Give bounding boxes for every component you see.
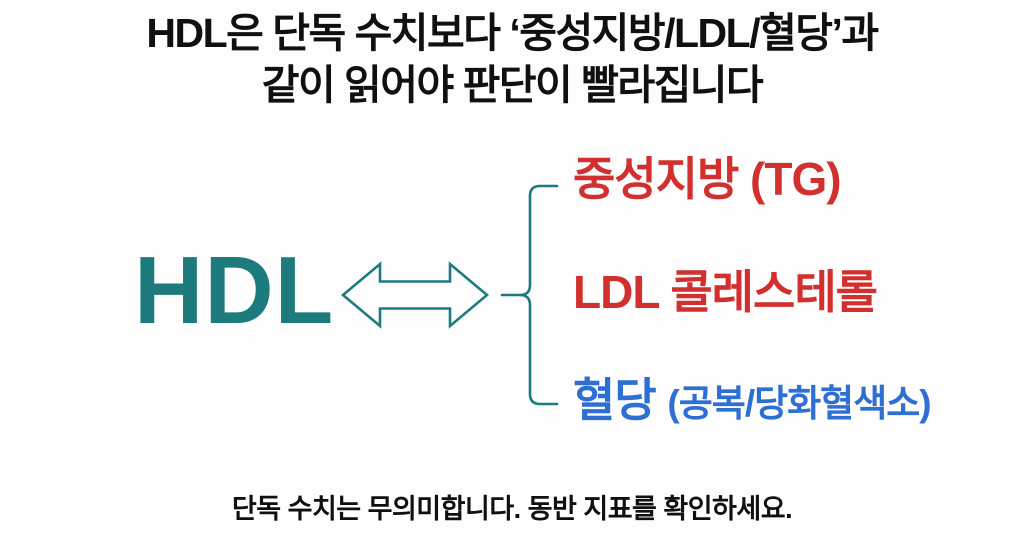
diagram-connectors [340, 184, 559, 406]
list-item-blood-sugar-label: 혈당 [573, 374, 657, 426]
footer-note: 단독 수치는 무의미합니다. 동반 지표를 확인하세요. [231, 494, 793, 524]
list-item-triglyceride: 중성지방 (TG) [573, 153, 842, 206]
list-item-blood-sugar: 혈당 (공복/당화혈색소) [573, 374, 932, 427]
curly-brace-icon [519, 184, 559, 406]
double-headed-arrow-icon [340, 261, 490, 329]
list-item-blood-sugar-sublabel: (공복/당화혈색소) [667, 383, 931, 424]
hdl-subject-label: HDL [134, 237, 335, 344]
list-item-ldl-label: LDL 콜레스테롤 [573, 266, 878, 318]
page-title: HDL은 단독 수치보다 ‘중성지방/LDL/혈당’과 같이 읽어야 판단이 빨… [0, 8, 1024, 111]
list-item-triglyceride-label: 중성지방 (TG) [573, 153, 842, 205]
title-line-1: HDL은 단독 수치보다 ‘중성지방/LDL/혈당’과 [146, 10, 879, 56]
list-item-ldl: LDL 콜레스테롤 [573, 266, 878, 319]
title-line-2: 같이 읽어야 판단이 빨라집니다 [261, 61, 764, 108]
